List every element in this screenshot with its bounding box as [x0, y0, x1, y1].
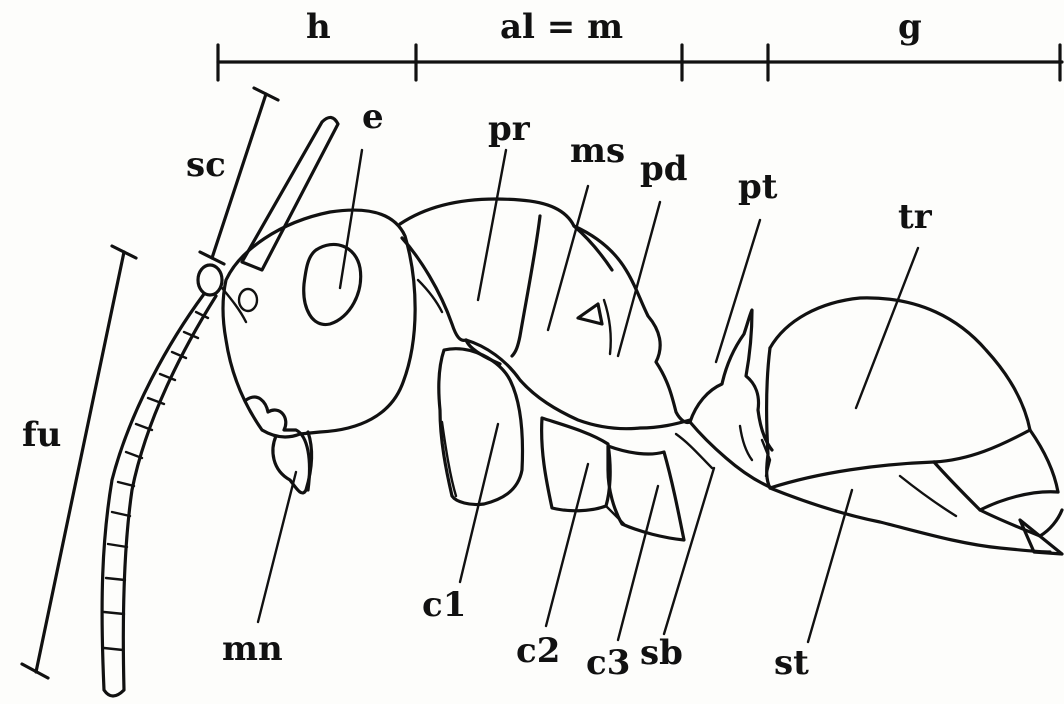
label-funiculus-fu: fu — [22, 415, 61, 455]
label-gaster-g: g — [898, 7, 922, 47]
label-mandible-mn: mn — [222, 629, 283, 669]
label-pronotum-pr: pr — [488, 109, 531, 149]
label-petiole-pt: pt — [738, 167, 778, 207]
label-head-h: h — [306, 7, 331, 47]
label-subpetiolar-sb: sb — [640, 633, 683, 673]
label-coxa-c3: c3 — [586, 643, 630, 683]
label-alitrunk-al-m: al = m — [500, 7, 623, 47]
head — [222, 210, 415, 493]
label-propodeum-pd: pd — [640, 149, 688, 189]
label-coxa-c2: c2 — [516, 631, 560, 671]
label-tergite-tr: tr — [898, 197, 933, 237]
leader-lines — [258, 150, 918, 642]
body-segment-scale-bar — [218, 45, 1062, 80]
mesosoma — [400, 199, 690, 429]
label-mesonotum-ms: ms — [570, 131, 625, 171]
label-eye-e: e — [362, 97, 384, 137]
label-sternite-st: st — [774, 643, 809, 683]
label-scape-sc: sc — [186, 145, 226, 185]
coxae — [439, 349, 684, 540]
label-coxa-c1: c1 — [422, 585, 466, 625]
gaster — [767, 298, 1062, 554]
antenna — [102, 117, 338, 696]
